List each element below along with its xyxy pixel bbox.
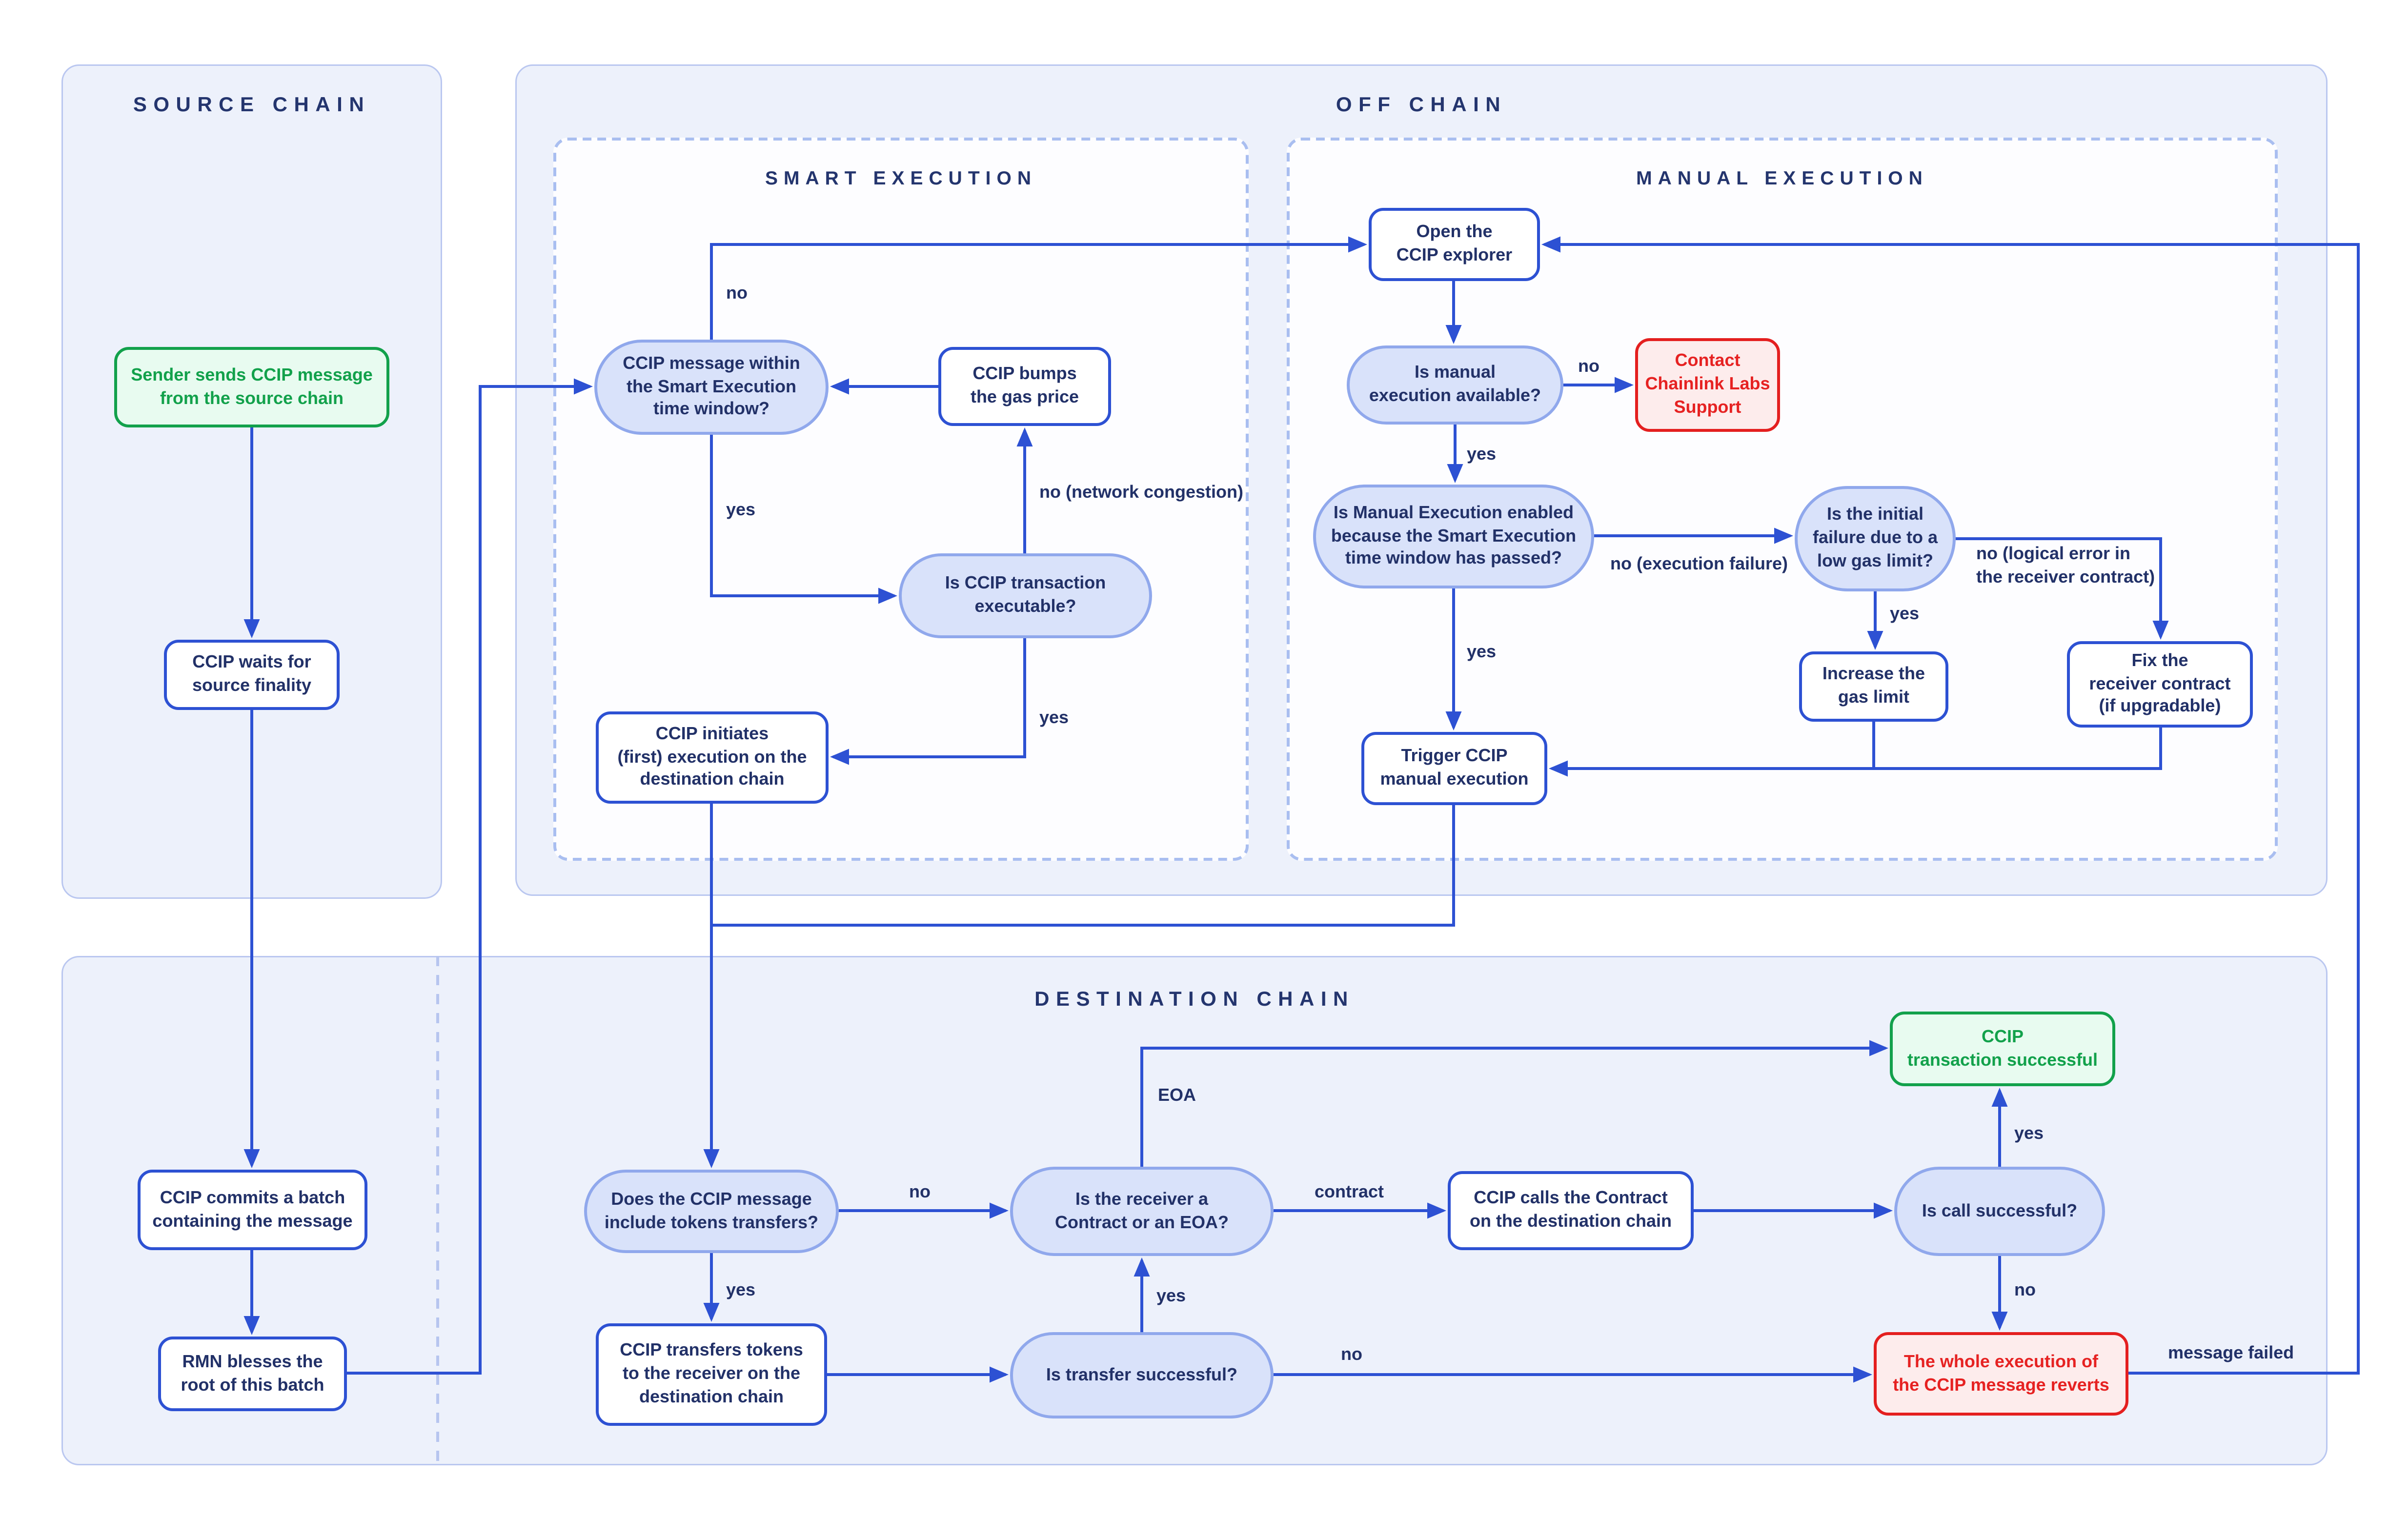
manual-execution-title: MANUAL EXECUTION xyxy=(1636,167,1928,189)
edge-label-no-network-congestion: no (network congestion) xyxy=(1039,482,1244,502)
smart-execution-title: SMART EXECUTION xyxy=(765,167,1037,189)
node-transaction-successful: CCIP transaction successful xyxy=(1890,1012,2115,1086)
node-ccip-waits-finality: CCIP waits for source finality xyxy=(164,640,340,710)
node-increase-gas-limit: Increase the gas limit xyxy=(1799,651,1948,722)
edge-label-no-token-transfers: no xyxy=(909,1181,931,1202)
edge-label-eoa: EOA xyxy=(1158,1085,1196,1105)
node-trigger-manual-execution: Trigger CCIP manual execution xyxy=(1361,732,1547,805)
node-is-transfer-successful: Is transfer successful? xyxy=(1010,1332,1274,1418)
node-message-within-window: CCIP message within the Smart Execution … xyxy=(594,340,829,435)
edge-label-yes-manual-available: yes xyxy=(1467,444,1497,464)
edge-label-yes-low-gas-limit: yes xyxy=(1890,603,1920,624)
edge-label-no-transfer: no xyxy=(1341,1344,1363,1364)
edge-label-yes-transfer: yes xyxy=(1156,1285,1186,1306)
edge-label-yes-window-passed: yes xyxy=(1467,641,1497,662)
source-chain-title: SOURCE CHAIN xyxy=(133,92,371,116)
node-manual-execution-available: Is manual execution available? xyxy=(1347,345,1563,425)
node-transaction-executable: Is CCIP transaction executable? xyxy=(899,553,1152,638)
node-open-ccip-explorer: Open the CCIP explorer xyxy=(1369,208,1540,281)
node-execution-reverts: The whole execution of the CCIP message … xyxy=(1874,1332,2128,1416)
edge-label-no-call: no xyxy=(2014,1279,2036,1300)
node-rmn-blesses-root: RMN blesses the root of this batch xyxy=(158,1337,347,1411)
edge-label-yes-token-transfers: yes xyxy=(726,1279,756,1300)
edge-label-contract: contract xyxy=(1315,1181,1384,1202)
edge-label-no-manual-available: no xyxy=(1578,356,1600,376)
edge-label-yes-executable: yes xyxy=(1039,707,1069,728)
node-receiver-contract-or-eoa: Is the receiver a Contract or an EOA? xyxy=(1010,1167,1274,1256)
node-manual-enabled-window-passed: Is Manual Execution enabled because the … xyxy=(1313,485,1594,588)
node-ccip-initiates-execution: CCIP initiates (first) execution on the … xyxy=(596,711,829,804)
node-ccip-transfers-tokens: CCIP transfers tokens to the receiver on… xyxy=(596,1323,827,1426)
node-initial-failure-low-gas: Is the initial failure due to a low gas … xyxy=(1795,486,1956,591)
edge-label-no-time-window: no xyxy=(726,283,748,303)
node-is-call-successful: Is call successful? xyxy=(1894,1167,2105,1256)
node-contact-chainlink-support: Contact Chainlink Labs Support xyxy=(1635,338,1780,432)
node-sender-sends-message: Sender sends CCIP message from the sourc… xyxy=(114,347,389,427)
edge-label-yes-time-window: yes xyxy=(726,499,756,520)
node-ccip-calls-contract: CCIP calls the Contract on the destinati… xyxy=(1448,1171,1694,1250)
edge-label-message-failed: message failed xyxy=(2168,1342,2294,1363)
edge-label-yes-call: yes xyxy=(2014,1123,2044,1143)
node-includes-token-transfers: Does the CCIP message include tokens tra… xyxy=(584,1170,839,1253)
node-ccip-commits-batch: CCIP commits a batch containing the mess… xyxy=(138,1170,367,1250)
edge-label-no-logical-error: no (logical error in the receiver contra… xyxy=(1976,543,2155,588)
off-chain-title: OFF CHAIN xyxy=(1336,92,1507,116)
destination-chain-title: DESTINATION CHAIN xyxy=(1034,987,1355,1010)
node-fix-receiver-contract: Fix the receiver contract (if upgradable… xyxy=(2067,641,2253,728)
edge-label-no-execution-failure: no (execution failure) xyxy=(1610,553,1788,574)
node-ccip-bumps-gas-price: CCIP bumps the gas price xyxy=(938,347,1111,426)
